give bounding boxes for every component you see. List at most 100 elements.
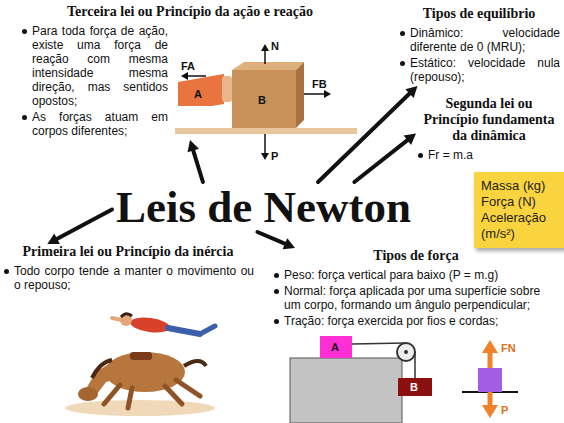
bullet-text: Para toda força de ação, existe uma forç… <box>20 24 168 108</box>
topic-heading: Primeira lei ou Princípio da inércia <box>2 244 254 264</box>
horse-mane <box>92 360 112 378</box>
rope <box>352 343 406 344</box>
bullet-text: Tração: força exercida por fios e cordas… <box>272 314 560 328</box>
pulley-illustration <box>290 336 432 423</box>
pulley-axle <box>404 350 408 354</box>
box <box>232 70 296 128</box>
arrow-head <box>404 133 416 145</box>
branch-arrow <box>187 140 202 182</box>
horse-leg <box>104 385 120 404</box>
topic-block: Segunda lei ou Princípio fundamenta da d… <box>416 96 562 164</box>
bullet-text: Fr = m.a <box>416 148 562 162</box>
vector-label: A <box>194 88 202 100</box>
branch-arrow <box>354 133 416 182</box>
topic-block: Primeira lei ou Princípio da inérciaTodo… <box>2 244 254 294</box>
rope <box>414 352 416 378</box>
branch-arrow <box>318 86 417 182</box>
force-a-vector <box>186 75 206 77</box>
bullet-dot <box>274 319 279 324</box>
box-side <box>296 62 304 128</box>
bullet-text: Estático: velocidade nula (repouso); <box>398 56 560 84</box>
vector-head <box>261 44 269 51</box>
vector-label: N <box>271 40 279 52</box>
topic-block: Tipos de equilíbrioDinâmico: velocidade … <box>398 6 560 86</box>
rider-hair <box>121 314 132 317</box>
bullet-dot <box>418 153 423 158</box>
arrow-head <box>283 238 295 249</box>
normal-force-illustration <box>462 340 518 418</box>
arrow-shaft <box>54 210 112 241</box>
vector-label: A <box>331 341 339 353</box>
vector-label: FA <box>181 60 195 72</box>
normal-vector <box>488 352 493 368</box>
vector-head <box>482 340 498 353</box>
vector-label: B <box>410 381 418 393</box>
bullet-dot <box>400 31 405 36</box>
bullet-dot <box>274 289 279 294</box>
vector-head <box>181 72 188 80</box>
horse-head <box>78 387 98 401</box>
hand <box>222 76 232 102</box>
horse-leg <box>165 386 182 404</box>
topic-heading: Segunda lei ou Princípio fundamenta da d… <box>416 96 562 148</box>
sleeve <box>178 74 224 106</box>
sticky-note: Massa (kg) Força (N) Aceleração (m/s²) <box>474 172 564 248</box>
vector-label: B <box>258 94 266 106</box>
rider-head <box>120 314 132 326</box>
bullet-dot <box>22 29 27 34</box>
table <box>290 358 402 423</box>
arrow-shaft <box>354 138 409 182</box>
arrow-shaft <box>192 148 203 182</box>
rider-shirt <box>129 315 171 334</box>
bullet-dot <box>4 269 9 274</box>
rider-leg <box>200 326 215 334</box>
push-box-illustration <box>175 44 357 160</box>
bullet-dot <box>400 61 405 66</box>
topic-block: Terceira lei ou Princípio da ação e reaç… <box>20 4 360 140</box>
vector-label: FN <box>501 342 516 354</box>
bullet-text: Dinâmico: velocidade diferente de 0 (MRU… <box>398 26 560 54</box>
arrow-shaft <box>257 232 287 245</box>
topic-heading: Tipos de força <box>272 248 560 268</box>
vector-label: P <box>271 150 278 162</box>
branch-arrow <box>47 210 112 245</box>
weight-vector <box>264 134 266 156</box>
bullet-dot <box>274 273 279 278</box>
bullet-text: Todo corpo tende a manter o movimento ou… <box>2 264 254 292</box>
pulley <box>397 343 415 361</box>
horse-leg <box>176 380 200 396</box>
vector-head <box>261 153 269 160</box>
box-top <box>232 62 304 70</box>
horse-leg <box>128 388 132 408</box>
horse-tail <box>184 361 206 366</box>
floor <box>175 128 357 134</box>
arrow-head <box>405 86 417 98</box>
block-b <box>398 378 432 396</box>
bullet-text: Peso: força vertical para baixo (P = m.g… <box>272 268 560 282</box>
branch-arrow <box>257 232 295 249</box>
arrow-head <box>47 234 60 245</box>
vector-label: P <box>501 404 508 416</box>
bullet-dot <box>22 115 27 120</box>
weight-vector <box>488 392 493 406</box>
arrow-head <box>187 140 198 152</box>
note-text: Massa (kg) Força (N) Aceleração (m/s²) <box>481 178 559 242</box>
arrow-shaft <box>318 92 412 182</box>
dust <box>65 400 215 416</box>
horse-illustration <box>65 314 215 416</box>
vector-head <box>482 405 498 418</box>
saddle <box>130 352 152 360</box>
block-a <box>320 336 352 358</box>
central-topic: Leis de Newton <box>112 182 415 232</box>
vector-label: FB <box>312 78 327 90</box>
force-b-vector <box>304 93 326 95</box>
block <box>478 368 502 392</box>
topic-heading: Tipos de equilíbrio <box>398 6 560 26</box>
topic-heading: Terceira lei ou Princípio da ação e reaç… <box>20 4 360 24</box>
bullet-text: As forças atuam em corpos diferentes; <box>20 110 168 138</box>
vector-head <box>324 90 331 98</box>
bullet-text: Normal: força aplicada por uma superfíci… <box>272 284 560 312</box>
rider-leg <box>168 328 200 334</box>
topic-block: Tipos de forçaPeso: força vertical para … <box>272 248 560 330</box>
